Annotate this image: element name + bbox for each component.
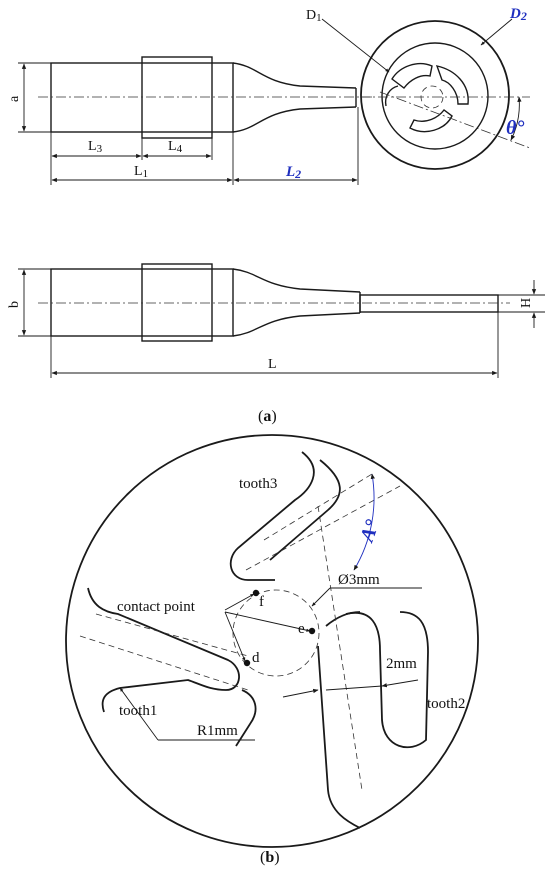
label-angle-A: A° [355, 517, 384, 546]
label-D2: D2 [509, 6, 527, 23]
taper-top [232, 62, 357, 89]
label-theta: θ° [506, 117, 524, 139]
label-width: 2mm [386, 656, 417, 672]
label-diameter: Ø3mm [338, 572, 380, 588]
label-D1: D1 [306, 8, 322, 24]
center-circle [232, 589, 320, 677]
dim-L4: L4 [168, 139, 183, 155]
panel-label-b: (b) [260, 849, 280, 866]
side-collar [141, 263, 213, 342]
detail-circle: θ° D1 D2 [306, 6, 531, 170]
panel-label-a: (a) [258, 408, 277, 425]
dim-L2: L2 [285, 164, 301, 181]
blade-tip [359, 294, 499, 313]
tooth2-shape [345, 611, 429, 749]
point-e [308, 627, 316, 635]
label-tooth2: tooth2 [427, 696, 465, 712]
detail-view: A° f e d contact point Ø3mm 2mm tooth3 t… [65, 434, 479, 848]
tooth1-shape [87, 587, 240, 713]
point-d [243, 659, 251, 667]
dim-b: b [7, 301, 22, 308]
taper-bottom [232, 106, 357, 133]
label-tooth3: tooth3 [239, 476, 277, 492]
label-radius: R1mm [197, 723, 238, 739]
side-view: b H L [7, 263, 545, 378]
dim-a: a [7, 95, 22, 102]
dim-L3: L3 [88, 139, 103, 155]
label-tooth1: tooth1 [119, 703, 157, 719]
point-f [252, 589, 260, 597]
label-contact-point: contact point [117, 599, 196, 615]
top-view: a L3 L4 L1 L2 θ° [7, 6, 531, 185]
collar [141, 56, 213, 139]
label-f: f [259, 594, 264, 610]
dim-L: L [268, 357, 277, 372]
outer-circle [65, 434, 479, 848]
label-d: d [252, 650, 260, 666]
tooth3-shape [229, 451, 315, 581]
dim-H: H [519, 298, 534, 308]
dim-L1: L1 [134, 164, 148, 180]
